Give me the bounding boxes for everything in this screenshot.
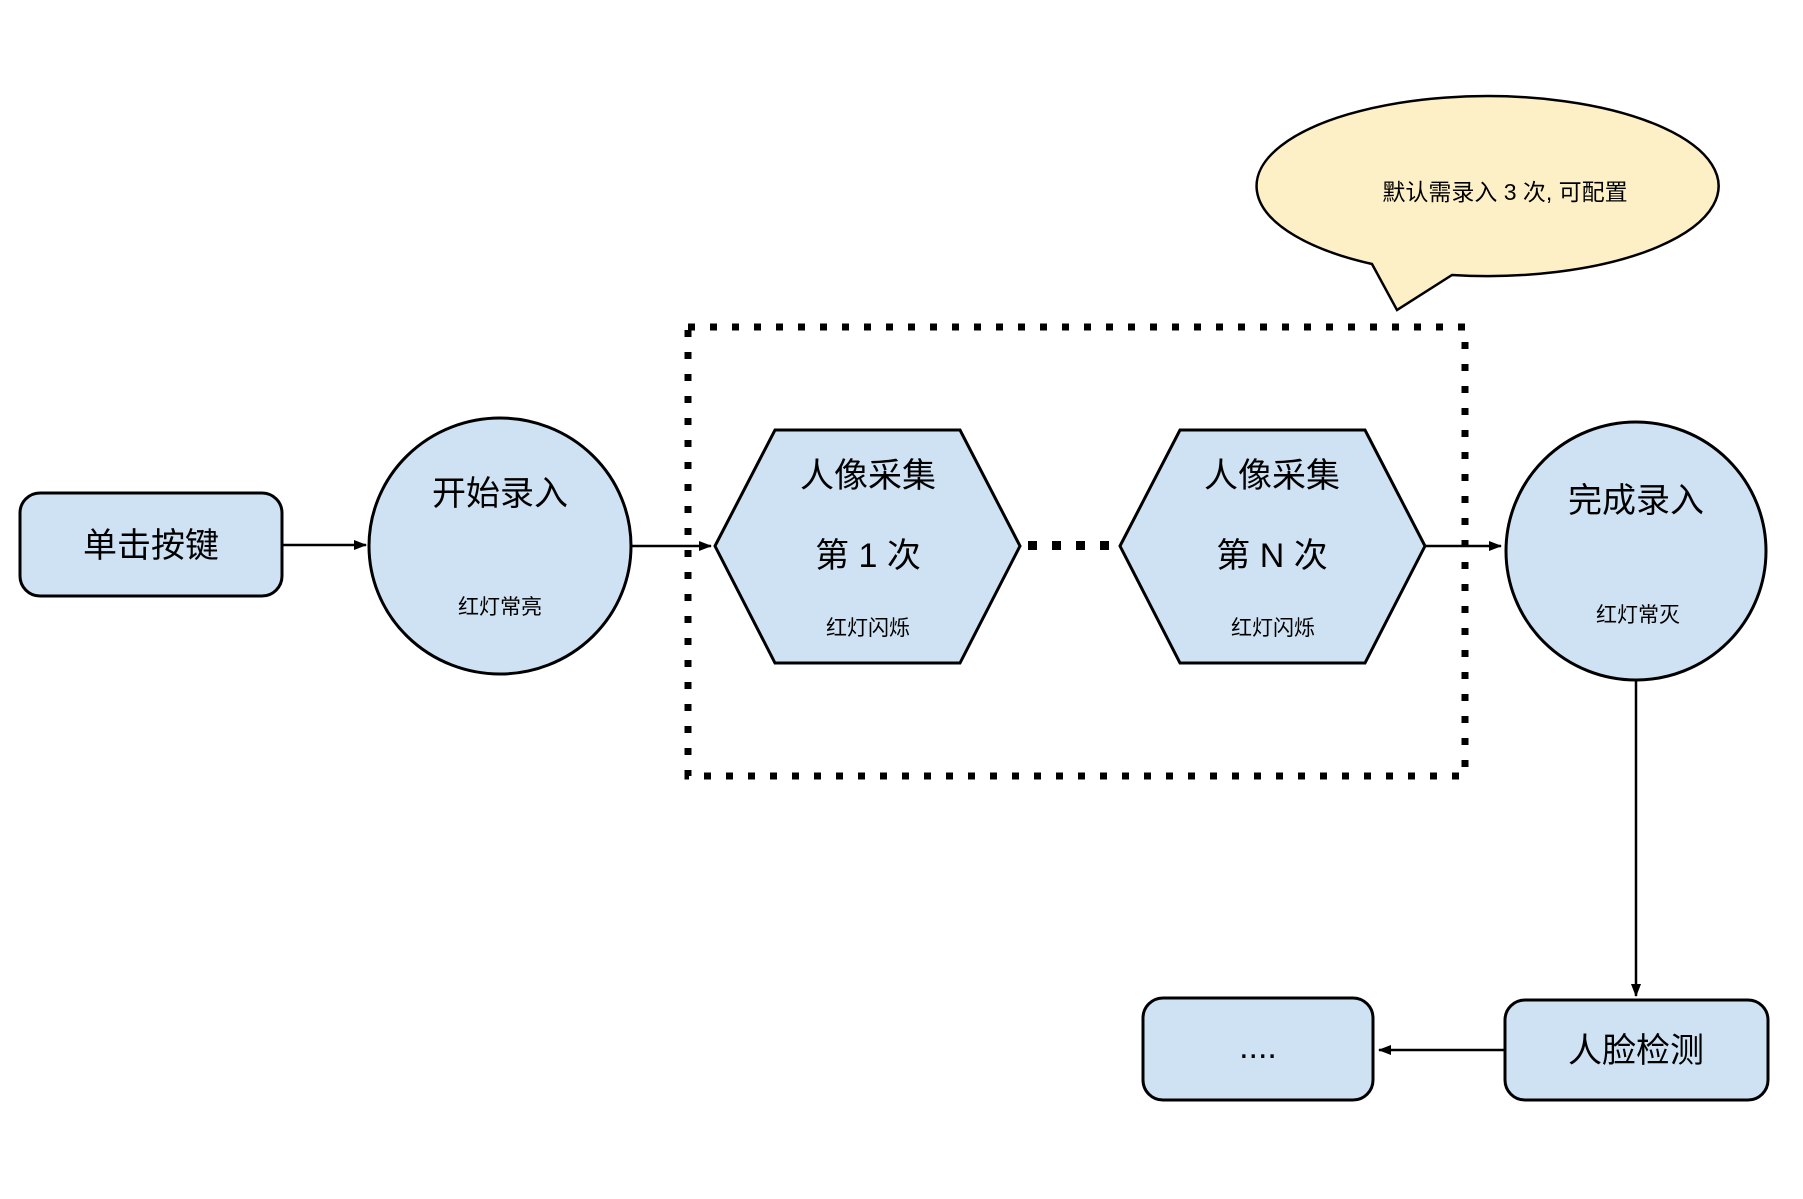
capture-loop-dotted-frame [684, 323, 1469, 780]
node-finish-enroll-status: 红灯常灭 [1596, 604, 1680, 627]
node-start-enroll [367, 416, 633, 676]
node-face-detection-label: 人脸检测 [1568, 1032, 1704, 1070]
node-click-button-label: 单击按键 [83, 527, 219, 565]
node-capture-nth-status: 红灯闪烁 [1231, 617, 1315, 640]
node-capture-nth-title: 人像采集 [1204, 457, 1340, 495]
callout-label: 默认需录入 3 次, 可配置 [1382, 179, 1627, 205]
node-continuation [1141, 996, 1375, 1102]
node-start-enroll-label: 开始录入 [432, 475, 568, 513]
callout-bubble [1255, 94, 1720, 312]
node-click-button [18, 491, 284, 598]
node-capture-first-count: 第 1 次 [815, 537, 921, 575]
node-capture-first-status: 红灯闪烁 [826, 617, 910, 640]
node-start-enroll-status: 红灯常亮 [458, 596, 542, 619]
node-face-detection [1503, 998, 1770, 1102]
node-capture-nth [1118, 428, 1427, 665]
node-finish-enroll [1504, 420, 1768, 682]
node-continuation-label: .... [1239, 1028, 1277, 1066]
node-capture-nth-count: 第 N 次 [1216, 537, 1327, 575]
ellipsis-connector-dots [1028, 541, 1109, 550]
node-finish-enroll-label: 完成录入 [1568, 482, 1704, 520]
node-capture-first-title: 人像采集 [800, 457, 936, 495]
node-capture-first [713, 428, 1022, 665]
